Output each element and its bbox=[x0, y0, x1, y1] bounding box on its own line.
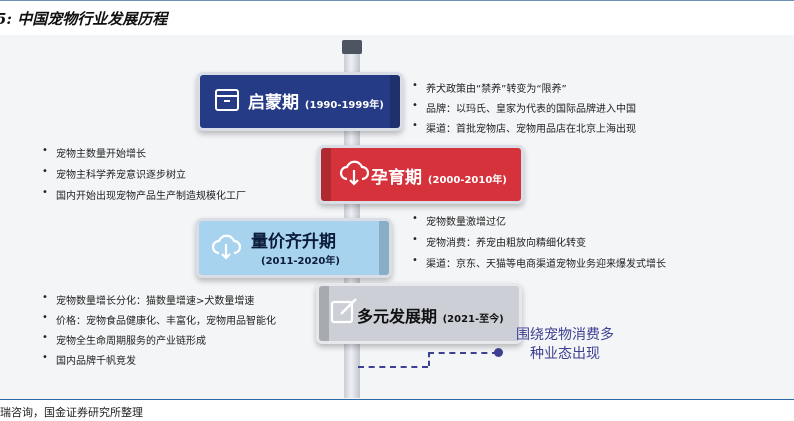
stage-label: 量价齐升期 bbox=[251, 232, 336, 252]
note-item: 渠道：首批宠物店、宠物用品店在北京上海出现 bbox=[410, 120, 636, 140]
box-icon bbox=[215, 89, 239, 111]
stage-label: 孕育期 (2000-2010年) bbox=[371, 168, 507, 188]
note-item: 渠道：京东、天猫等电商渠道宠物业务迎来爆发式增长 bbox=[410, 255, 666, 276]
callout-connector bbox=[428, 352, 430, 366]
stage3-notes: 宠物数量激增过亿 宠物消费：养宠由粗放向精细化转变 渠道：京东、天猫等电商渠道宠… bbox=[410, 213, 666, 276]
stage-sign-growth: 量价齐升期 (2011-2020年) bbox=[196, 218, 392, 278]
note-item: 国内品牌千帆竞发 bbox=[40, 352, 276, 372]
stage2-notes: 宠物主数量开始增长 宠物主科学养宠意识逐步树立 国内开始出现宠物产品生产制造规模… bbox=[40, 145, 246, 208]
title-bar: 5: 中国宠物行业发展历程 bbox=[0, 0, 794, 36]
stage4-notes: 宠物数量增长分化：猫数量增速>犬数量增速 价格：宠物食品健康化、丰富化，宠物用品… bbox=[40, 292, 276, 372]
stage-label: 多元发展期 (2021-至今) bbox=[357, 307, 504, 326]
note-item: 宠物主科学养宠意识逐步树立 bbox=[40, 166, 246, 187]
stage-label: 启蒙期 (1990-1999年) bbox=[248, 93, 384, 113]
note-item: 宠物消费：养宠由粗放向精细化转变 bbox=[410, 234, 666, 255]
note-item: 宠物数量激增过亿 bbox=[410, 213, 666, 234]
stage-sign-enlightenment: 启蒙期 (1990-1999年) bbox=[197, 72, 403, 131]
signpost-cap bbox=[342, 40, 362, 54]
callout-text: 围绕宠物消费多 种业态出现 bbox=[516, 327, 614, 362]
note-item: 宠物数量增长分化：猫数量增速>犬数量增速 bbox=[40, 292, 276, 312]
cloud-download-icon bbox=[339, 160, 369, 186]
note-item: 品牌：以玛氏、皇家为代表的国际品牌进入中国 bbox=[410, 100, 636, 120]
callout-dot bbox=[494, 348, 503, 357]
edit-icon bbox=[330, 298, 357, 324]
callout-connector bbox=[358, 366, 428, 368]
stage1-notes: 养犬政策由“禁养”转变为“限养” 品牌：以玛氏、皇家为代表的国际品牌进入中国 渠… bbox=[410, 80, 636, 140]
note-item: 宠物全生命周期服务的产业链形成 bbox=[40, 332, 276, 352]
source-note: 瑞咨询，国金证券研究所整理 bbox=[0, 406, 143, 419]
note-item: 养犬政策由“禁养”转变为“限养” bbox=[410, 80, 636, 100]
note-item: 宠物主数量开始增长 bbox=[40, 145, 246, 166]
footer-divider bbox=[0, 399, 794, 400]
callout-connector bbox=[428, 352, 498, 354]
note-item: 价格：宠物食品健康化、丰富化，宠物用品智能化 bbox=[40, 312, 276, 332]
stage-sign-diversified: 多元发展期 (2021-至今) bbox=[316, 283, 522, 344]
cloud-download-icon bbox=[211, 234, 241, 260]
figure-title: 5: 中国宠物行业发展历程 bbox=[0, 10, 168, 28]
stage-period: (2011-2020年) bbox=[261, 256, 340, 267]
stage-sign-incubation: 孕育期 (2000-2010年) bbox=[318, 145, 524, 204]
note-item: 国内开始出现宠物产品生产制造规模化工厂 bbox=[40, 187, 246, 208]
